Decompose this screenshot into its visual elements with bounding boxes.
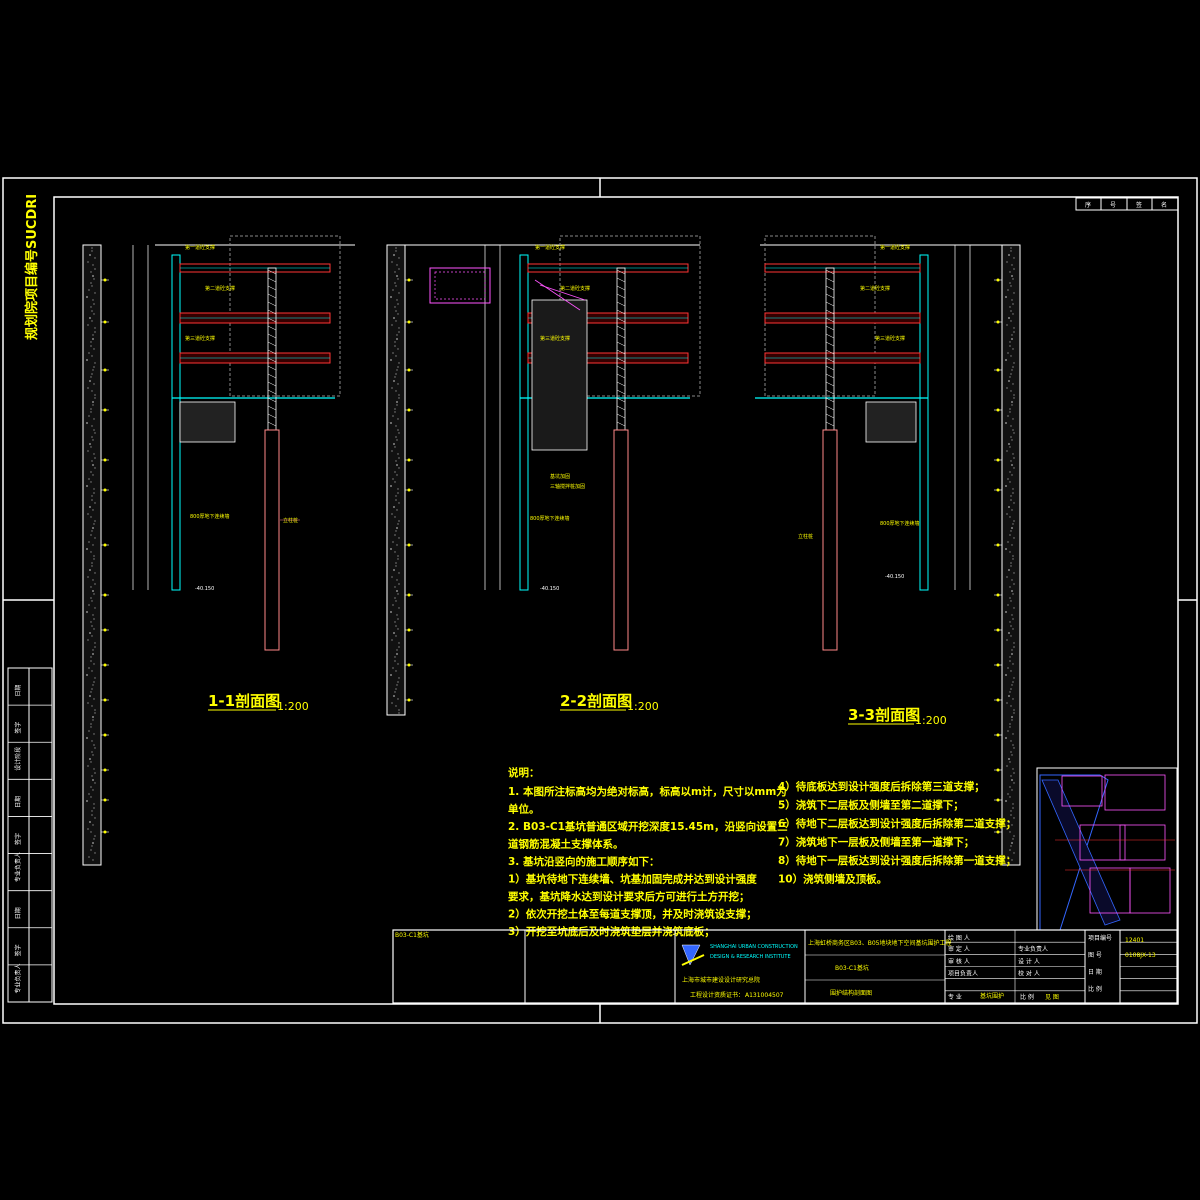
- svg-text:第三道砼支撑: 第三道砼支撑: [540, 335, 570, 342]
- spec-label: 专 业: [948, 993, 962, 1001]
- left-strip-label: 日期: [14, 685, 22, 697]
- note-line-right: 8）待地下一层板达到设计强度后拆除第一道支撑；: [778, 854, 1016, 867]
- note-line-right: 5）浇筑下二层板及侧墙至第二道撑下；: [778, 799, 964, 812]
- ratio-label: 比 例: [1020, 993, 1034, 1001]
- svg-text:800厚地下连续墙: 800厚地下连续墙: [880, 520, 920, 527]
- soil-column-3: [1001, 244, 1021, 866]
- note-line: 要求，基坑降水达到设计要求后方可进行土方开挖；: [508, 890, 750, 903]
- svg-text:基坑加固: 基坑加固: [550, 473, 570, 480]
- svg-text:签: 签: [1136, 201, 1142, 209]
- left-strip-label: 签字: [14, 833, 22, 845]
- left-strip-label: 专业负责人: [14, 852, 22, 882]
- section-3-3-scale: 1:200: [915, 714, 947, 727]
- svg-text:12401: 12401: [1125, 937, 1144, 944]
- note-line: 3）开挖至坑底后及时浇筑垫层并浇筑底板；: [508, 925, 715, 938]
- svg-text:-40.150: -40.150: [195, 586, 214, 592]
- note-line: 3. 基坑沿竖向的施工顺序如下：: [508, 855, 659, 868]
- left-strip-label: 专业负责人: [14, 963, 22, 993]
- svg-text:第三道砼支撑: 第三道砼支撑: [875, 335, 905, 342]
- svg-text:序: 序: [1085, 201, 1091, 209]
- note-line-right: 4）待底板达到设计强度后拆除第三道支撑；: [778, 780, 985, 793]
- key-plan: [1036, 767, 1178, 931]
- svg-text:SHANGHAI URBAN CONSTRUCTION: SHANGHAI URBAN CONSTRUCTION: [710, 944, 798, 950]
- role-label: 设 计 人: [1018, 957, 1040, 965]
- section-2-2: 第一道砼支撑 第二道砼支撑 第三道砼支撑 基坑加固 三轴搅拌桩加固 800厚地下…: [386, 235, 701, 716]
- svg-text:围护结构剖面图: 围护结构剖面图: [830, 989, 872, 997]
- role-label: 审 核 人: [948, 957, 970, 965]
- section-2-2-title: 2-2剖面图: [560, 692, 632, 710]
- field-label: 项目编号: [1088, 934, 1112, 942]
- top-right-box: 序 号 签 名: [1075, 197, 1179, 211]
- svg-text:第一道砼支撑: 第一道砼支撑: [185, 244, 215, 251]
- svg-text:第二道砼支撑: 第二道砼支撑: [860, 285, 890, 292]
- section-3-3: 第一道砼支撑 第二道砼支撑 第三道砼支撑 立柱桩 800厚地下连续墙 -40.1…: [755, 235, 1021, 866]
- svg-text:立柱桩: 立柱桩: [283, 517, 298, 524]
- role-label: 项目负责人: [948, 970, 978, 978]
- svg-text:第三道砼支撑: 第三道砼支撑: [185, 335, 215, 342]
- note-line-right: 6）待地下二层板达到设计强度后拆除第二道支撑；: [778, 817, 1016, 830]
- note-line: 2. B03-C1基坑普通区域开挖深度15.45m，沿竖向设置三: [508, 820, 788, 833]
- field-label: 日 期: [1088, 968, 1102, 976]
- left-strip-label: 设计阶段: [14, 747, 22, 771]
- field-label: 比 例: [1088, 985, 1102, 993]
- role-label: 专业负责人: [1018, 945, 1048, 953]
- section-3-3-title: 3-3剖面图: [848, 706, 920, 724]
- svg-text:三轴搅拌桩加固: 三轴搅拌桩加固: [550, 483, 585, 490]
- svg-text:号: 号: [1110, 202, 1116, 209]
- soil-column-2: [386, 244, 406, 716]
- svg-text:第二道砼支撑: 第二道砼支撑: [205, 285, 235, 292]
- svg-text:DESIGN & RESEARCH INSTITUTE: DESIGN & RESEARCH INSTITUTE: [710, 954, 791, 960]
- svg-text:B03-C1基坑: B03-C1基坑: [395, 931, 429, 939]
- role-label: 绘 图 人: [948, 934, 970, 942]
- svg-text:上海虹桥商务区B03、B05地块地下空间基坑围护工程: 上海虹桥商务区B03、B05地块地下空间基坑围护工程: [808, 939, 952, 947]
- note-line-right: 10）浇筑侧墙及顶板。: [778, 873, 887, 886]
- note-line: 单位。: [508, 803, 540, 816]
- svg-text:A131004507: A131004507: [745, 992, 784, 999]
- soil-column-1: [82, 244, 102, 866]
- left-strip-label: 签字: [14, 944, 22, 956]
- note-line: 1）基坑待地下连续墙、坑基加固完成并达到设计强度: [508, 873, 757, 886]
- section-1-1-title: 1-1剖面图: [208, 692, 280, 710]
- svg-text:第一道砼支撑: 第一道砼支撑: [880, 244, 910, 251]
- ratio-value: 见 图: [1045, 994, 1059, 1001]
- field-label: 图 号: [1088, 952, 1102, 959]
- svg-text:立柱桩: 立柱桩: [798, 533, 813, 540]
- section-1-1: 第一道砼支撑 第二道砼支撑 第三道砼支撑 立柱桩 800厚地下连续墙 -40.1…: [82, 235, 355, 866]
- svg-text:名: 名: [1161, 201, 1167, 209]
- note-line: 道钢筋混凝土支撑体系。: [508, 838, 624, 851]
- svg-text:B03-C1基坑: B03-C1基坑: [835, 964, 869, 972]
- left-strip-label: 签字: [14, 722, 22, 734]
- vertical-project-code: 规划院项目编号SUCDRI: [24, 194, 40, 340]
- svg-text:第一道砼支撑: 第一道砼支撑: [535, 244, 565, 251]
- note-line: 1. 本图所注标高均为绝对标高，标高以m计，尺寸以mm为: [508, 785, 787, 798]
- left-strip-label: 日期: [14, 796, 22, 808]
- svg-text:第二道砼支撑: 第二道砼支撑: [560, 285, 590, 292]
- svg-text:基坑围护: 基坑围护: [980, 992, 1004, 1000]
- svg-text:800厚地下连续墙: 800厚地下连续墙: [190, 513, 230, 520]
- svg-text:-40.150: -40.150: [540, 586, 559, 592]
- svg-text:工程设计资质证书：: 工程设计资质证书：: [690, 991, 744, 999]
- note-line-right: 7）浇筑地下一层板及侧墙至第一道撑下；: [778, 836, 974, 849]
- section-2-2-scale: 1:200: [627, 700, 659, 713]
- role-label: 校 对 人: [1018, 970, 1040, 978]
- note-line: 2）依次开挖土体至每道支撑顶，并及时浇筑设支撑；: [508, 908, 757, 921]
- svg-text:800厚地下连续墙: 800厚地下连续墙: [530, 515, 570, 522]
- section-1-1-scale: 1:200: [277, 700, 309, 713]
- left-strip-label: 日期: [14, 907, 22, 919]
- notes-heading: 说明：: [508, 766, 540, 779]
- svg-text:0108JX-13: 0108JX-13: [1125, 952, 1156, 959]
- role-label: 审 定 人: [948, 945, 970, 953]
- svg-text:-40.150: -40.150: [885, 574, 904, 580]
- svg-text:上海市城市建设设计研究总院: 上海市城市建设设计研究总院: [682, 976, 760, 984]
